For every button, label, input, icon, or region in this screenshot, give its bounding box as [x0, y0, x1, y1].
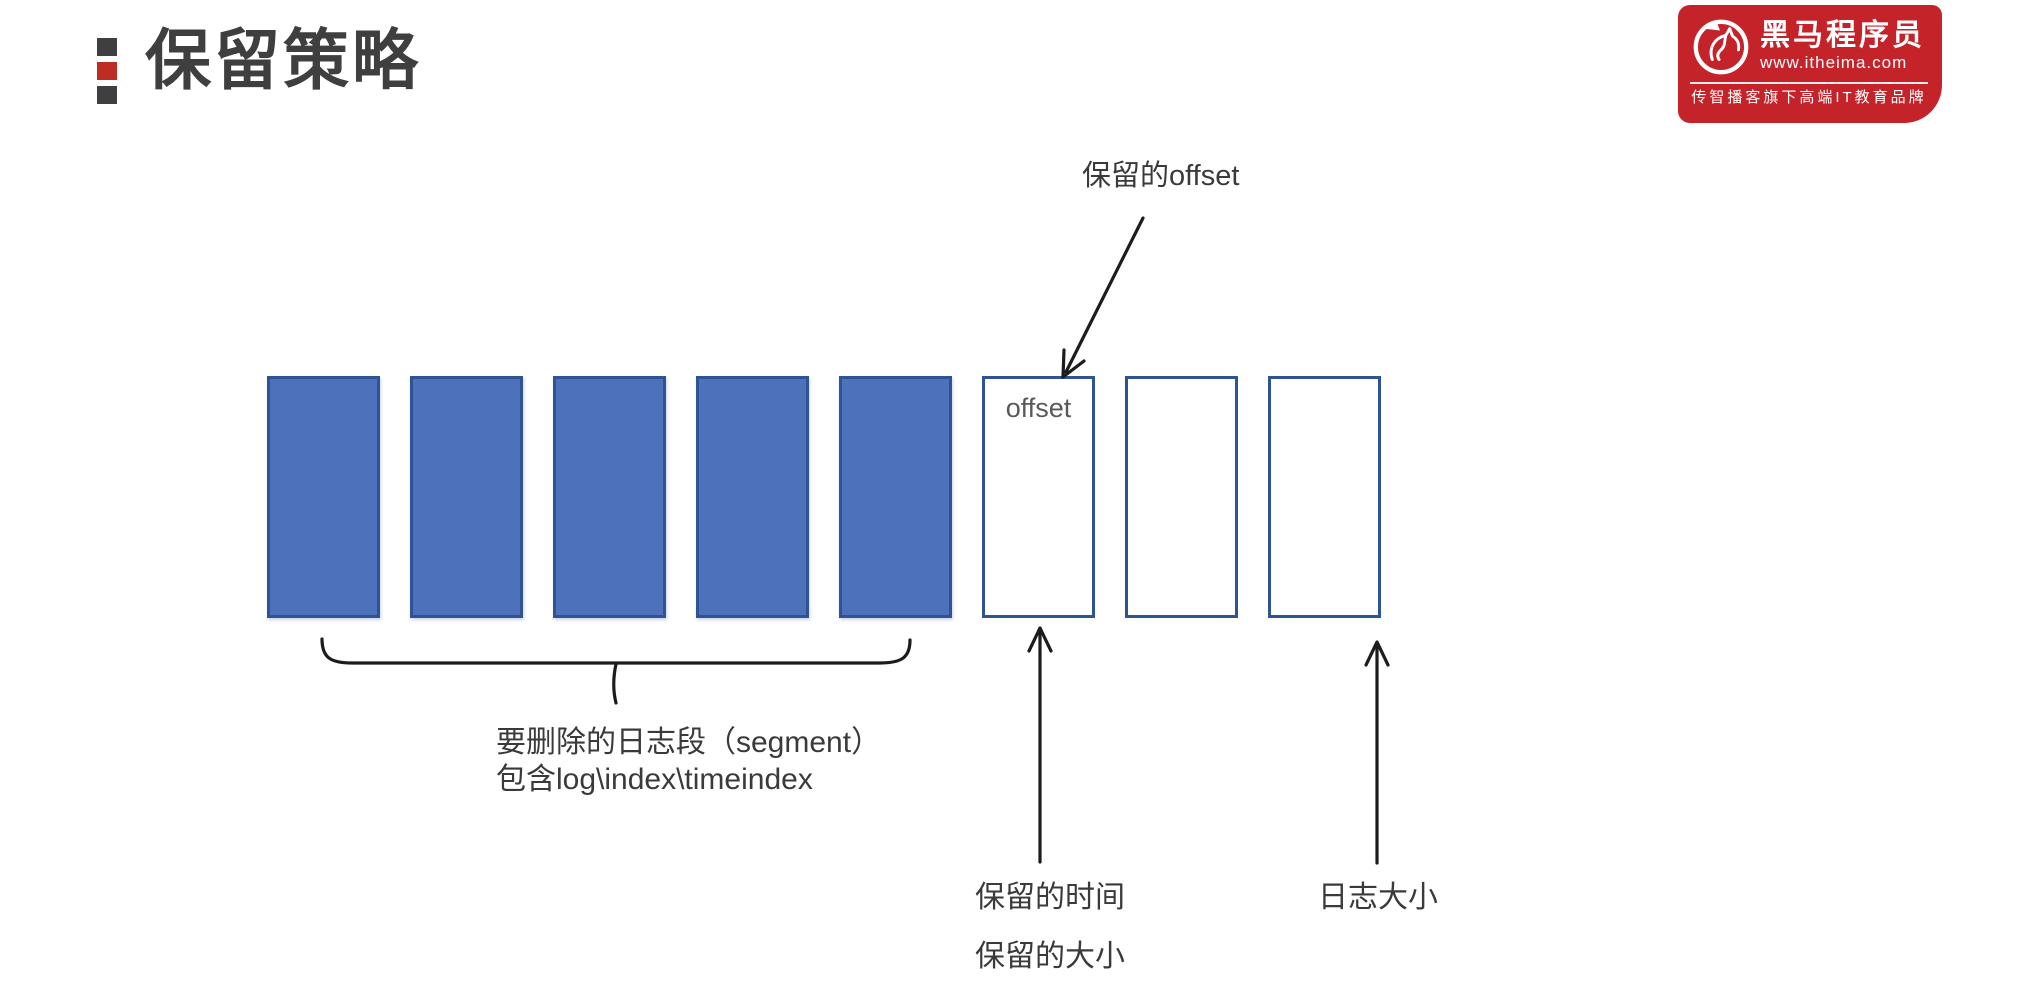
- segment-deleted-3: [553, 376, 666, 618]
- arrow-retained-offset: [1061, 216, 1145, 379]
- segment-row: offset: [267, 376, 1381, 618]
- offset-cell-label: offset: [1005, 393, 1072, 423]
- arrow-retained-time-size: [1027, 626, 1053, 864]
- segment-deleted-4: [696, 376, 809, 618]
- horse-icon: [1693, 19, 1749, 75]
- page-title: 保留策略: [145, 23, 421, 97]
- title-bullet-icon: [97, 38, 117, 104]
- logo-top-row: 黑马程序员 www.itheima.com: [1690, 15, 1928, 77]
- bullet-square-bottom: [97, 86, 117, 104]
- segment-retained-3: [1268, 376, 1381, 618]
- itheima-logo: 黑马程序员 www.itheima.com 传智播客旗下高端IT教育品牌: [1678, 5, 1942, 123]
- logo-brand-name: 黑马程序员: [1760, 19, 1925, 52]
- label-retained-size: 保留的大小: [975, 940, 1125, 973]
- logo-tagline: 传智播客旗下高端IT教育品牌: [1691, 89, 1927, 106]
- label-deleted-line2: 包含log\index\timeindex: [496, 763, 813, 796]
- logo-divider: [1690, 82, 1928, 84]
- segment-retained-2: [1125, 376, 1238, 618]
- label-deleted-segments: 要删除的日志段（segment） 包含log\index\timeindex: [496, 724, 926, 798]
- logo-text-block: 黑马程序员 www.itheima.com: [1760, 19, 1925, 73]
- label-retained-offset: 保留的offset: [1082, 160, 1240, 192]
- arrow-log-size: [1364, 640, 1390, 865]
- label-retained-time: 保留的时间: [975, 881, 1125, 914]
- segment-deleted-5: [839, 376, 952, 618]
- bullet-square-top: [97, 38, 117, 56]
- underbrace: [320, 637, 912, 705]
- segment-retained-1: offset: [982, 376, 1095, 618]
- bullet-square-middle: [97, 62, 117, 80]
- segment-deleted-2: [410, 376, 523, 618]
- label-deleted-line1: 要删除的日志段（segment）: [496, 726, 882, 759]
- label-log-size: 日志大小: [1318, 881, 1438, 914]
- segment-deleted-1: [267, 376, 380, 618]
- logo-website: www.itheima.com: [1760, 53, 1908, 72]
